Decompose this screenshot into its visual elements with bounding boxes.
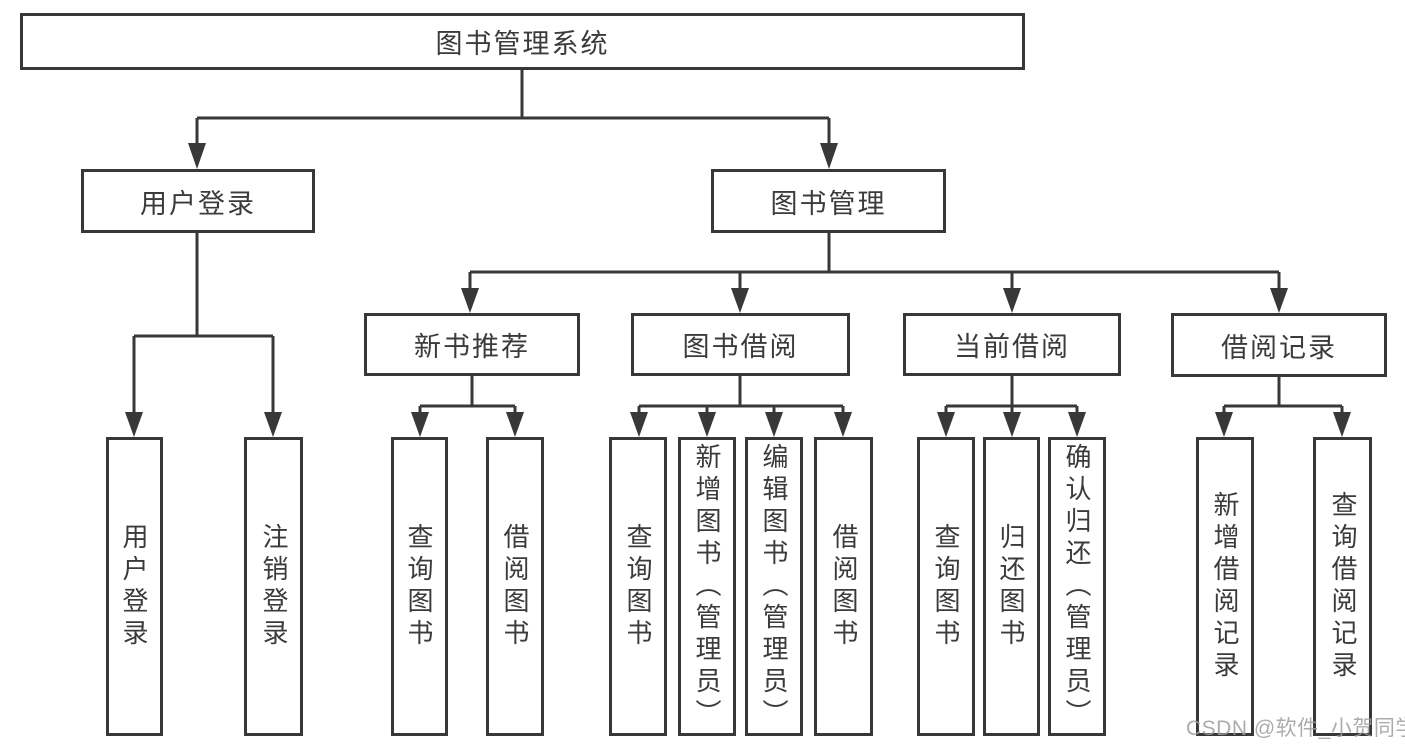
leaf-add-book-admin: 新增图书（管理员） — [678, 437, 736, 736]
leaf-user-login: 用户登录 — [106, 437, 163, 736]
node-user-login: 用户登录 — [81, 169, 315, 233]
leaf-borrow-books-recommend: 借阅图书 — [486, 437, 544, 736]
leaf-query-borrow-record: 查询借阅记录 — [1313, 437, 1372, 736]
node-current-borrowing: 当前借阅 — [903, 313, 1121, 376]
csdn-watermark: CSDN @软件_小贺同学 — [1186, 717, 1405, 740]
leaf-logout: 注销登录 — [244, 437, 303, 736]
leaf-borrow-books: 借阅图书 — [814, 437, 873, 736]
node-borrowing-records: 借阅记录 — [1171, 313, 1387, 377]
node-new-book-recommendation: 新书推荐 — [364, 313, 580, 376]
leaf-query-books-recommend: 查询图书 — [391, 437, 448, 736]
node-root-system: 图书管理系统 — [20, 13, 1025, 70]
node-book-borrowing: 图书借阅 — [631, 313, 850, 376]
leaf-query-books-borrowing: 查询图书 — [609, 437, 667, 736]
arrowhead-icons — [125, 143, 1351, 437]
leaf-edit-book-admin: 编辑图书（管理员） — [745, 437, 803, 736]
node-book-management: 图书管理 — [711, 169, 946, 233]
leaf-query-books-current: 查询图书 — [917, 437, 975, 736]
leaf-return-books: 归还图书 — [983, 437, 1040, 736]
leaf-confirm-return-admin: 确认归还（管理员） — [1048, 437, 1106, 736]
leaf-add-borrow-record: 新增借阅记录 — [1196, 437, 1254, 736]
